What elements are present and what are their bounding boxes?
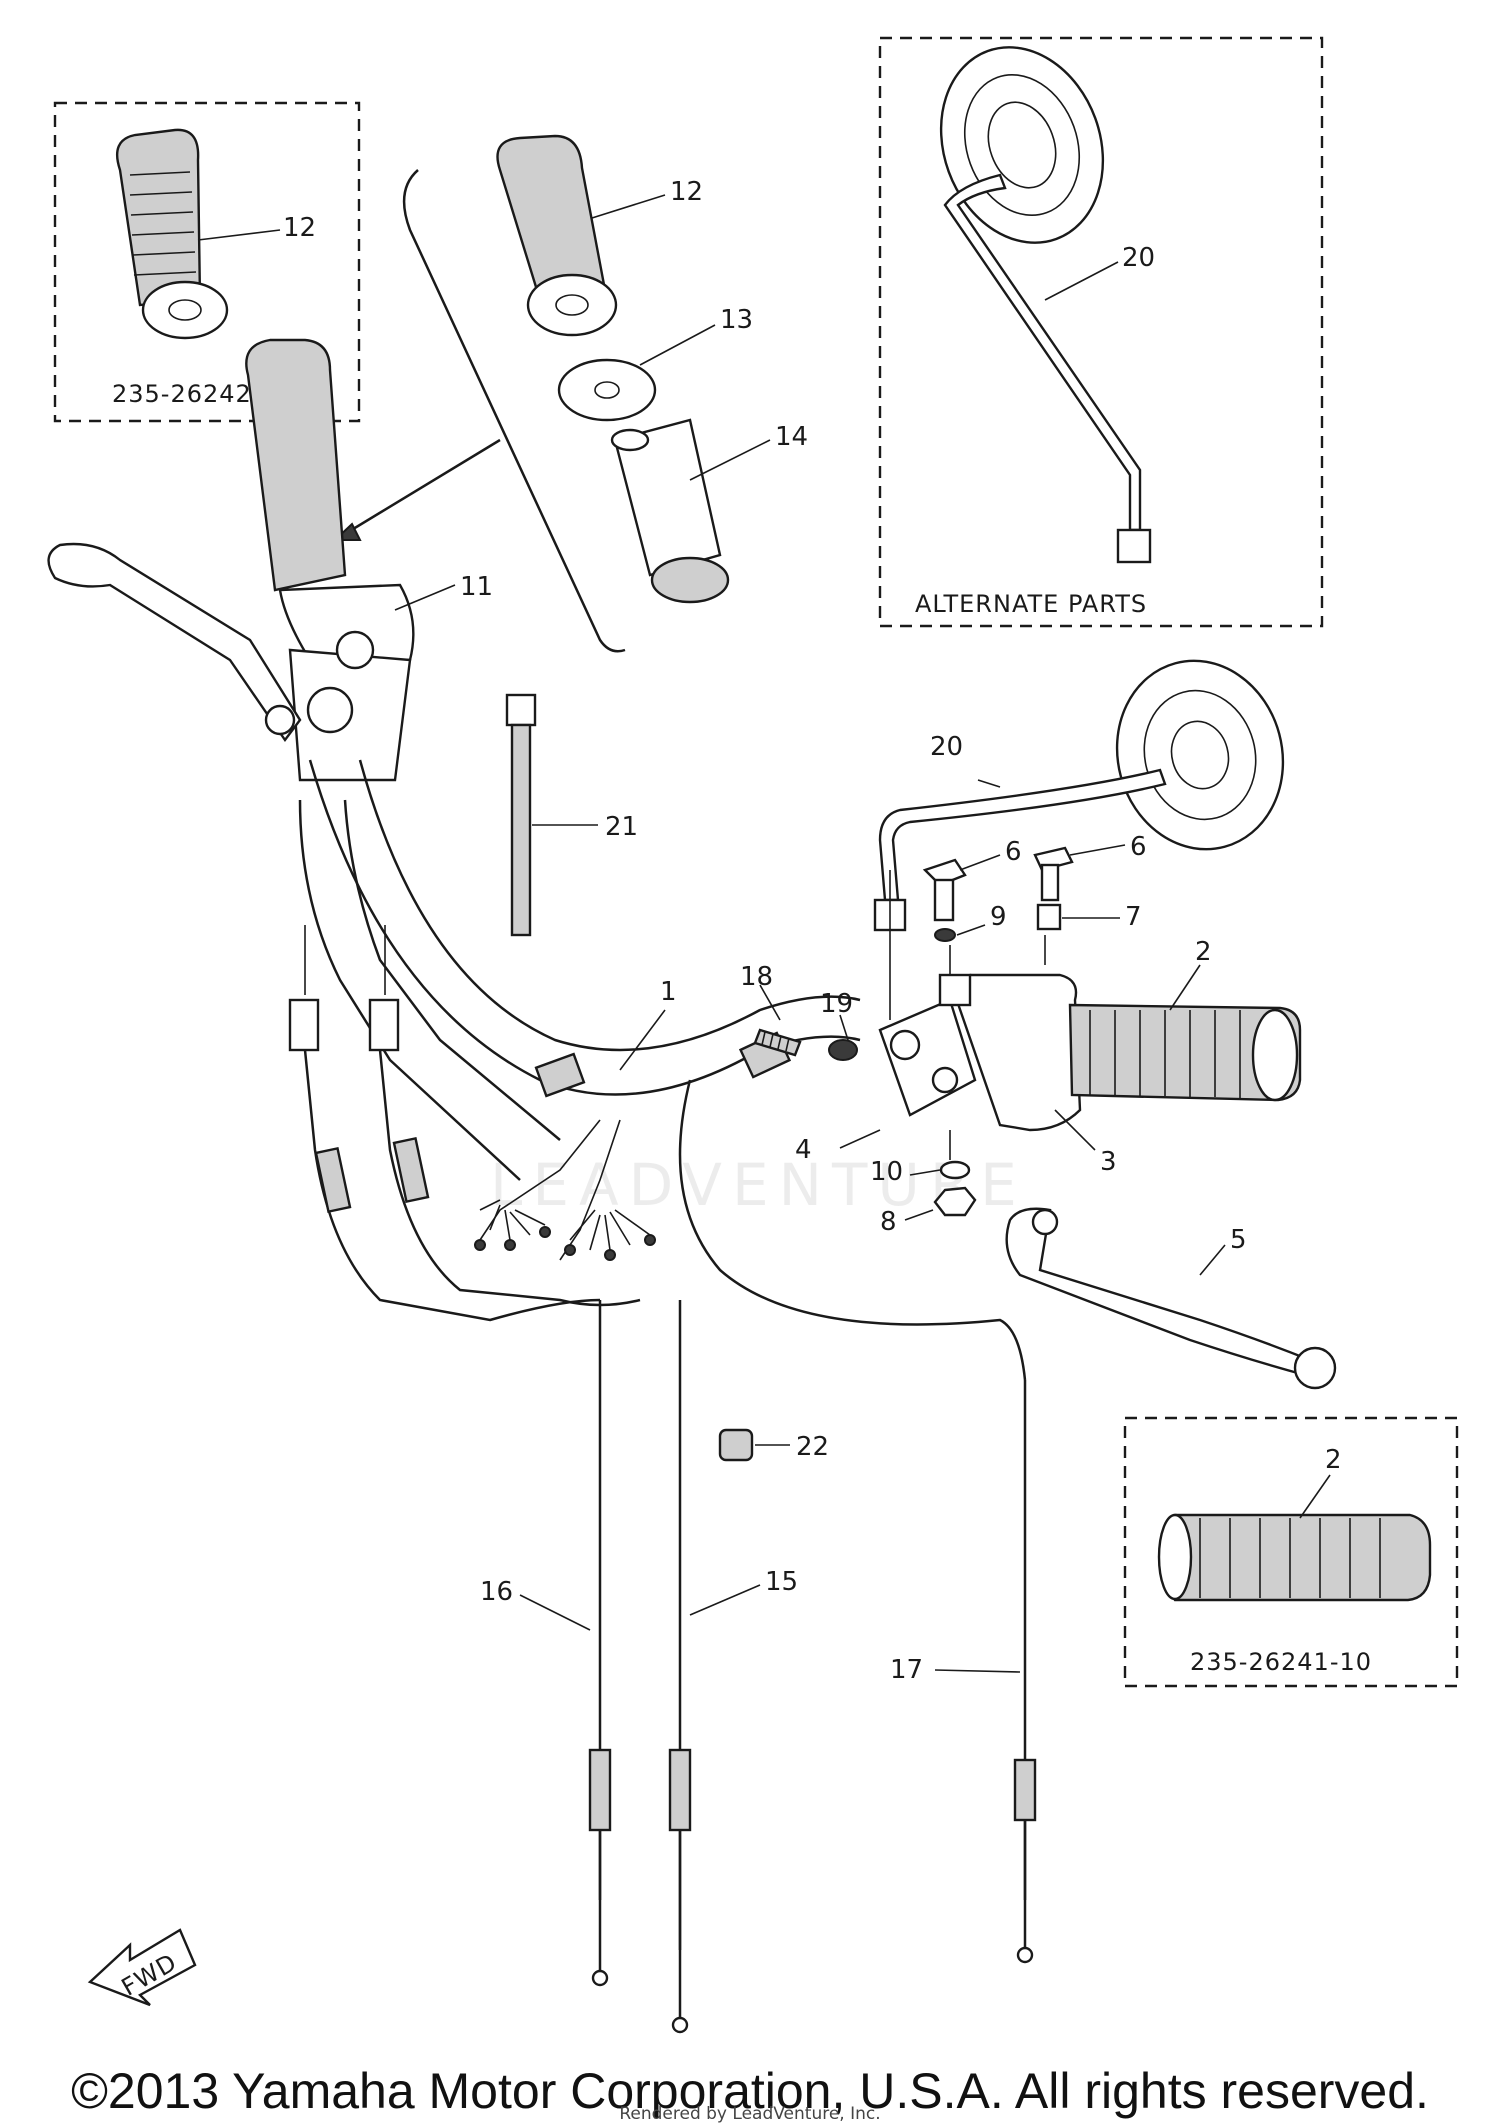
part-label-16: 16: [480, 1577, 513, 1607]
nut-8: [933, 1186, 977, 1217]
part-label-10: 10: [870, 1157, 903, 1187]
grip-group: 12 13 14: [332, 134, 808, 653]
part-label-20: 20: [930, 732, 963, 762]
rendered-by-notice: Rendered by LeadVenture, Inc.: [619, 2104, 881, 2124]
part-label-13: 13: [720, 305, 753, 335]
part-label-8: 8: [880, 1207, 897, 1237]
wire-harness: [474, 1119, 656, 1261]
grip-2: [1068, 1003, 1302, 1102]
bolt-6-a: [922, 858, 967, 922]
part-label-2: 2: [1195, 937, 1212, 967]
part-label-1: 1: [660, 977, 677, 1007]
alt-grip-right-illustration: [1157, 1513, 1432, 1602]
cables: [288, 925, 1037, 2034]
spacer-7: [1036, 903, 1062, 931]
locknut-19: [828, 1039, 858, 1061]
part-label-12-alt: 12: [283, 213, 316, 243]
fwd-arrow: FWD: [87, 1928, 197, 2007]
part-label-17: 17: [890, 1655, 923, 1685]
alt-grip-right-code: 235-26241-10: [1190, 1648, 1372, 1676]
clutch-lever-left: [47, 542, 302, 743]
alternate-parts-caption: ALTERNATE PARTS: [915, 590, 1147, 618]
lever-holder-4: [878, 998, 977, 1117]
washer-9: [934, 928, 956, 942]
part-label-15: 15: [765, 1567, 798, 1597]
watermark-text: LEADVENTURE: [490, 1151, 1027, 1219]
part-label-7: 7: [1125, 902, 1142, 932]
grip-12-illustration: [496, 134, 618, 337]
alt-grip-right-box: 2 235-26241-10: [1123, 1416, 1459, 1688]
part-label-4: 4: [795, 1135, 812, 1165]
part-label-5: 5: [1230, 1225, 1247, 1255]
part-label-6-b: 6: [1130, 832, 1147, 862]
part-label-21: 21: [605, 812, 638, 842]
part-label-3: 3: [1100, 1147, 1117, 1177]
mirror-20-alt-illustration: [939, 46, 1152, 564]
copyright-notice: ©2013 Yamaha Motor Corporation, U.S.A. A…: [71, 2063, 1429, 2119]
adjuster-18: [753, 1028, 802, 1057]
part-label-9: 9: [990, 902, 1007, 932]
part-label-18: 18: [740, 962, 773, 992]
handlebar-1: [298, 759, 861, 1181]
part-label-14: 14: [775, 422, 808, 452]
part-label-6-a: 6: [1005, 837, 1022, 867]
switch-housing-3: [938, 973, 1082, 1132]
part-label-20-alt: 20: [1122, 243, 1155, 273]
throttle-tube-14-illustration: [610, 418, 730, 604]
part-label-11: 11: [460, 572, 493, 602]
alternate-parts-box: 20 ALTERNATE PARTS: [878, 36, 1324, 628]
alt-grip-left-illustration: [115, 128, 229, 340]
brake-lever-5: [1005, 1207, 1337, 1390]
washer-10: [939, 1160, 971, 1180]
cable-strap-21: [505, 693, 537, 937]
washer-13-illustration: [557, 358, 657, 422]
part-label-19: 19: [820, 989, 853, 1019]
throttle-assembly-11: [245, 338, 415, 782]
part-label-22: 22: [796, 1432, 829, 1462]
bolt-6-b: [1033, 846, 1074, 902]
alt-grip-left-box: 12 235-26242-10: [53, 101, 361, 423]
part-label-2-alt: 2: [1325, 1445, 1342, 1475]
clip-22: [718, 1428, 754, 1462]
part-label-12: 12: [670, 177, 703, 207]
